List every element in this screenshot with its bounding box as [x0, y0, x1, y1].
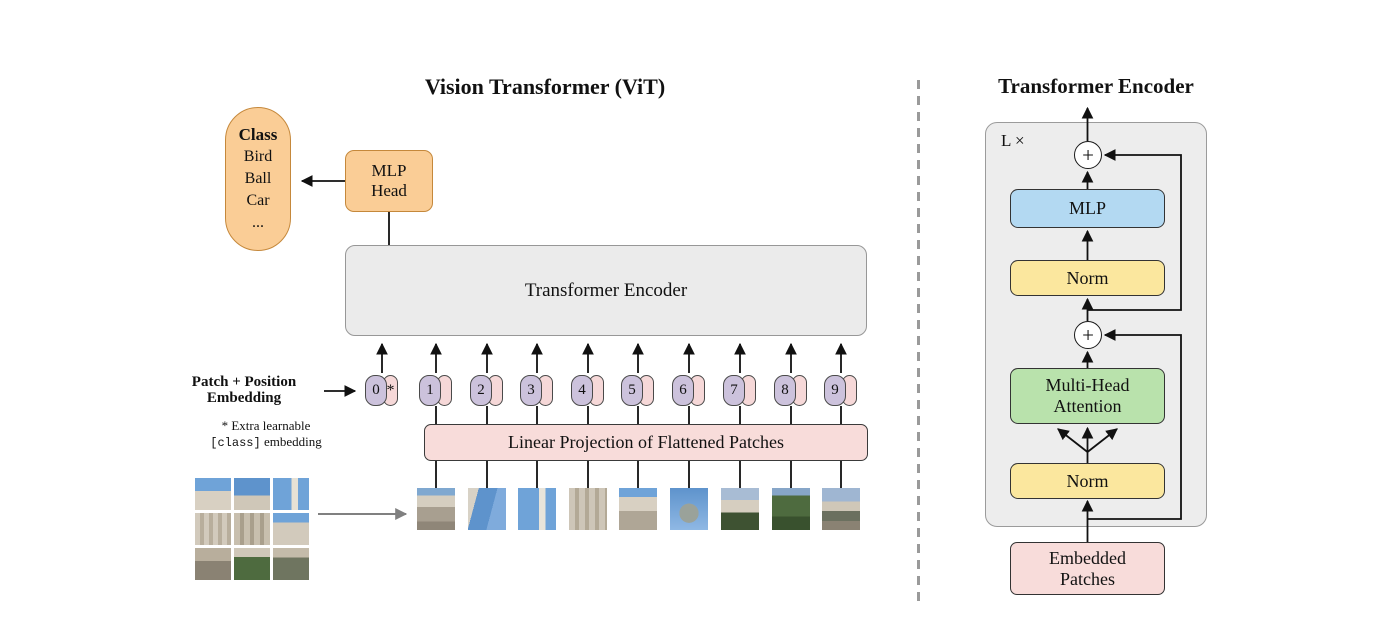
embedded-patches-box: Embedded Patches [1010, 542, 1165, 595]
section-divider [917, 80, 920, 602]
norm-lower-box: Norm [1010, 463, 1165, 499]
patch-position-line1: Patch + Position [191, 374, 297, 390]
class-item-car: Car [246, 192, 270, 209]
mlp-head-line1: MLP [371, 161, 407, 180]
flattened-patch-3 [518, 488, 556, 530]
mlp-head-box: MLP Head [345, 150, 433, 212]
flattened-patch-9 [822, 488, 860, 530]
flattened-patch-8 [772, 488, 810, 530]
position-embedding-9: 9 [824, 375, 846, 406]
embedding-token-2: 2 [470, 375, 503, 406]
embedding-token-1: 1 [419, 375, 452, 406]
flattened-patch-7 [721, 488, 759, 530]
position-embedding-4: 4 [571, 375, 593, 406]
note-line2: [class] embedding [190, 434, 342, 451]
linear-projection-label: Linear Projection of Flattened Patches [508, 432, 784, 452]
embedded-patches-line2: Patches [1060, 568, 1115, 589]
embedding-token-5: 5 [621, 375, 654, 406]
embedding-token-0: 0 * [365, 375, 398, 406]
multi-head-attention-box: Multi-Head Attention [1010, 368, 1165, 424]
source-image-cell-9 [273, 548, 309, 580]
source-image-cell-1 [195, 478, 231, 510]
embedding-token-8: 8 [774, 375, 807, 406]
linear-projection-box: Linear Projection of Flattened Patches [424, 424, 868, 461]
transformer-encoder-box: Transformer Encoder [345, 245, 867, 336]
flattened-patch-5 [619, 488, 657, 530]
layer-repeat-label: L × [1001, 131, 1025, 150]
encoder-detail-title: Transformer Encoder [998, 74, 1194, 98]
embedding-token-7: 7 [723, 375, 756, 406]
position-embedding-6: 6 [672, 375, 694, 406]
source-image-cell-4 [195, 513, 231, 545]
position-embedding-1: 1 [419, 375, 441, 406]
mha-line1: Multi-Head [1045, 375, 1130, 395]
source-image-cell-5 [234, 513, 270, 545]
flattened-patch-1 [417, 488, 455, 530]
lines-patches-to-projection [435, 461, 842, 488]
residual-add-bottom: + [1074, 321, 1102, 349]
lines-projection-to-tokens [435, 406, 842, 424]
extra-learnable-note: * Extra learnable [class] embedding [190, 418, 342, 451]
note-line1: * Extra learnable [221, 418, 311, 433]
position-embedding-3: 3 [520, 375, 542, 406]
source-image-cell-2 [234, 478, 270, 510]
position-embedding-5: 5 [621, 375, 643, 406]
source-image-cell-8 [234, 548, 270, 580]
embedding-token-6: 6 [672, 375, 705, 406]
embedded-patches-line1: Embedded [1049, 547, 1126, 568]
embedding-token-9: 9 [824, 375, 857, 406]
vit-title: Vision Transformer (ViT) [424, 74, 666, 99]
class-item-ball: Ball [244, 170, 272, 187]
norm-upper-box: Norm [1010, 260, 1165, 296]
note-line2-rest: embedding [263, 434, 322, 449]
norm-upper-label: Norm [1066, 267, 1109, 288]
norm-lower-label: Norm [1066, 470, 1109, 491]
patch-position-embedding-label: Patch + Position Embedding [170, 374, 318, 406]
position-embedding-2: 2 [470, 375, 492, 406]
position-embedding-8: 8 [774, 375, 796, 406]
mlp-head-line2: Head [371, 181, 407, 200]
transformer-encoder-label: Transformer Encoder [524, 279, 688, 301]
flattened-patch-2 [468, 488, 506, 530]
class-item-bird: Bird [243, 148, 273, 165]
class-token-code: [class] [210, 436, 261, 450]
embedding-token-4: 4 [571, 375, 604, 406]
source-image-cell-3 [273, 478, 309, 510]
class-output-bubble: Class Bird Ball Car ... [225, 107, 291, 251]
class-label: Class [238, 125, 278, 144]
residual-add-top: + [1074, 141, 1102, 169]
source-image-cell-7 [195, 548, 231, 580]
class-item-ellipsis: ... [252, 214, 264, 231]
patch-position-line2: Embedding [206, 390, 282, 406]
flattened-patch-6 [670, 488, 708, 530]
source-image-cell-6 [273, 513, 309, 545]
position-embedding-7: 7 [723, 375, 745, 406]
mha-line2: Attention [1053, 396, 1122, 416]
mlp-box: MLP [1010, 189, 1165, 228]
flattened-patch-4 [569, 488, 607, 530]
position-embedding-0: 0 [365, 375, 387, 406]
embedding-token-3: 3 [520, 375, 553, 406]
mlp-label: MLP [1068, 198, 1106, 218]
